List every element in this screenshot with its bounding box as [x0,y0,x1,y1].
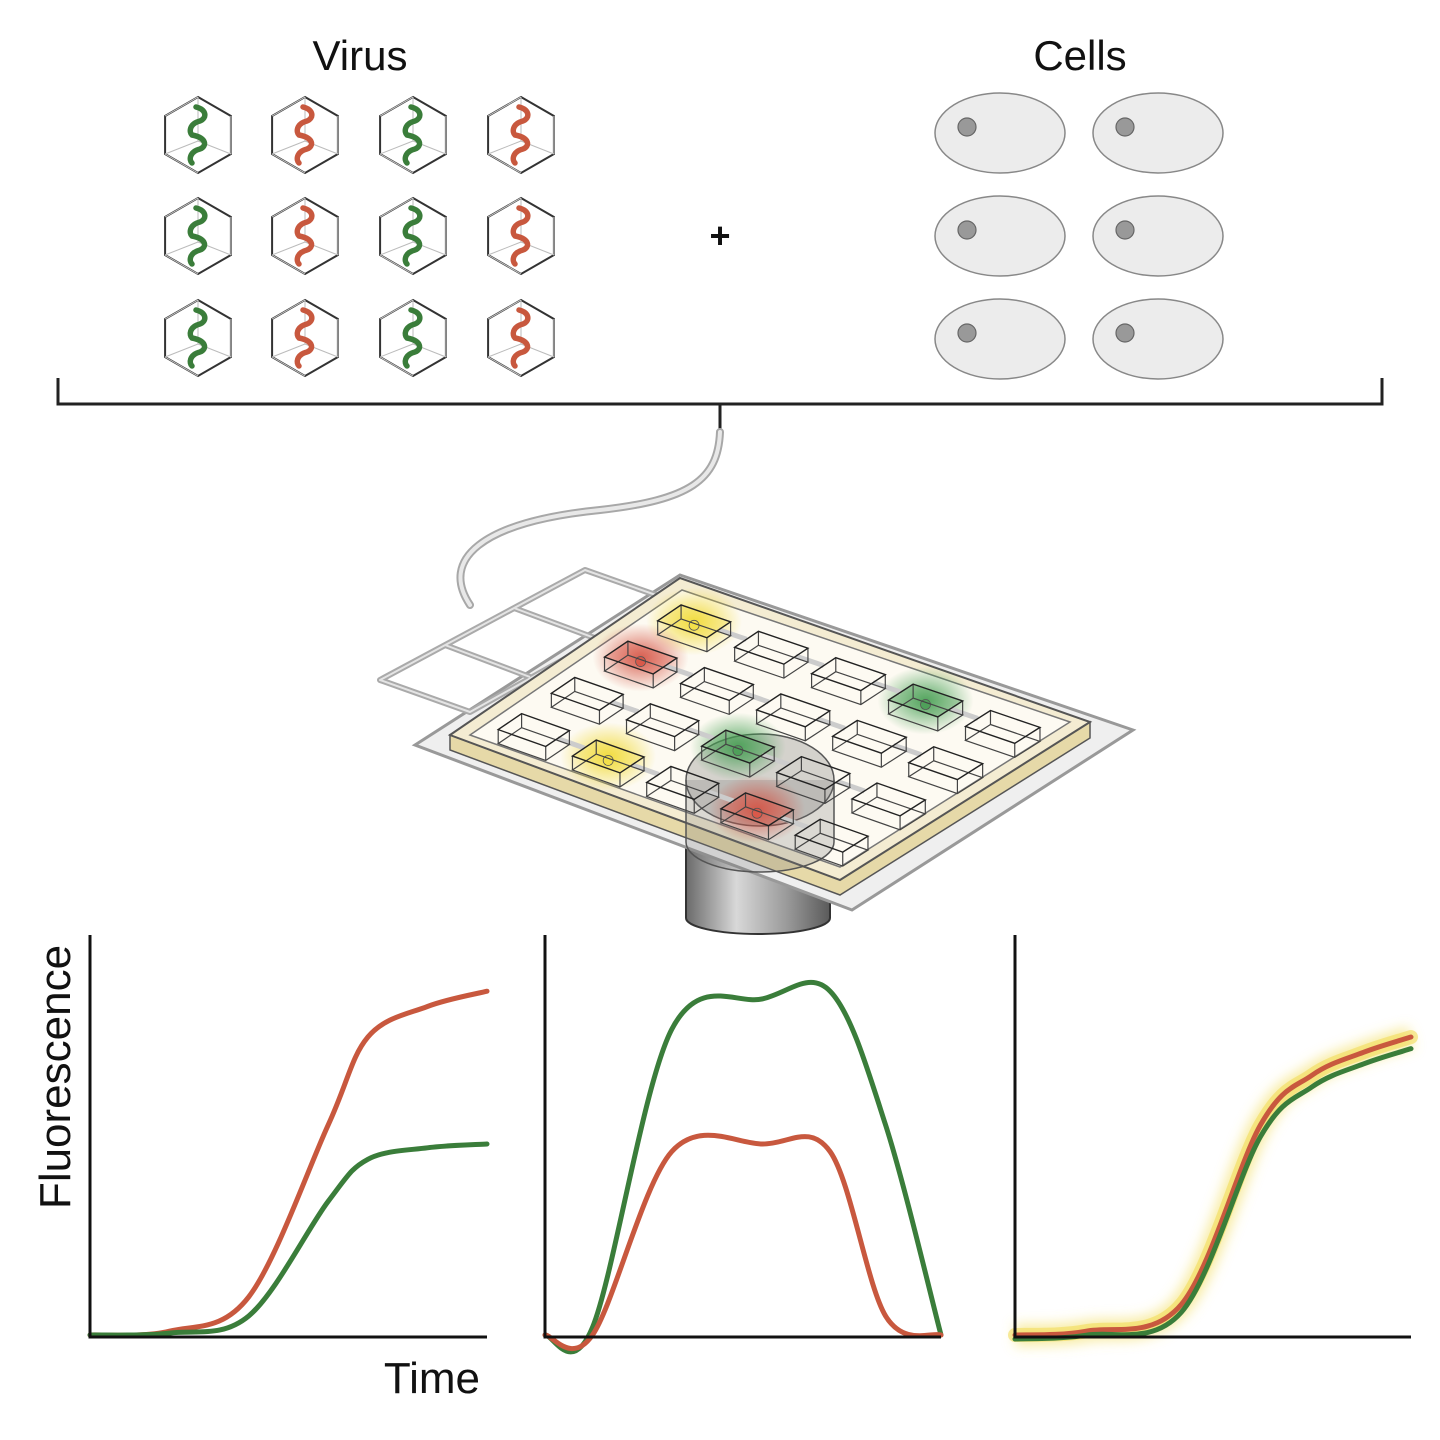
microfluidic-chip [377,567,1137,935]
chamber [549,676,625,712]
rna-strand [402,307,423,369]
rna-strand [187,104,208,166]
chamber-channel [892,742,923,758]
host-cell [1092,195,1224,277]
series-line-green [87,1141,490,1338]
series-line-red [1012,1034,1414,1338]
chamber-channel [780,815,809,830]
chamber-channel [631,762,660,777]
chamber-channel [816,716,846,731]
rna-strand [294,205,315,267]
virus-particle [487,196,555,276]
chamber-channel [685,726,715,741]
virus-particle [379,95,447,175]
rna-strand [294,104,315,166]
virus-particle [164,298,232,378]
rna-strand [294,307,315,369]
chamber [963,709,1042,745]
chamber [886,683,965,718]
chamber-channel [836,779,866,794]
rna-strand [187,205,208,267]
host-cell [934,92,1066,174]
chamber [700,729,776,764]
rna-strand [402,104,423,166]
mixing-bracket [56,378,1384,432]
host-cell [1092,92,1224,174]
cell-nucleus [957,323,977,343]
inlet-tubing-core [458,430,722,607]
chamber [602,640,679,675]
rna-strand [510,104,531,166]
cell-nucleus [1115,323,1135,343]
chart-axes [543,935,941,1339]
chamber [496,712,571,748]
chamber [793,818,870,853]
chart-axes [1013,935,1411,1339]
cell-nucleus [957,117,977,137]
host-cell [1092,298,1224,380]
chamber [850,782,927,817]
chamber-array [496,604,1042,867]
chamber [775,755,852,791]
fluorescence-charts [87,935,1418,1355]
chamber-channel [761,752,790,767]
cell-nucleus [957,220,977,240]
series-line-green [542,979,944,1355]
chamber-channel [610,699,640,715]
rna-strand [510,307,531,369]
virus-particle [164,196,232,276]
fluorescence-chart-2 [542,935,944,1355]
virus-particle [379,298,447,378]
plus-sign: + [709,215,730,256]
virus-title: Virus [313,32,408,79]
chamber [831,719,908,754]
host-cell [934,195,1066,277]
fluorescence-chart-1 [87,935,490,1339]
chamber-channel [949,706,979,721]
series-line-red [542,1132,944,1352]
chart-axes [88,935,487,1339]
chamber [733,630,810,665]
chamber [810,656,887,692]
rna-strand [402,205,423,267]
chamber [907,745,985,781]
rna-strand [510,205,531,267]
virus-particle [271,298,339,378]
chamber-channel [740,690,770,705]
chamber-channel [556,736,586,751]
chamber [719,792,795,827]
host-cell [934,298,1066,380]
cell-nucleus [1115,220,1135,240]
chamber [570,739,646,774]
chamber-channel [795,653,825,669]
chamber [645,765,721,801]
virus-particle [271,196,339,276]
chamber [755,693,832,728]
virus-particle [164,95,232,175]
series-line-red [87,988,490,1338]
chamber-channel [717,627,748,642]
series-line-green [1012,1046,1414,1342]
virus-particle [487,298,555,378]
x-axis-label: Time [384,1354,480,1403]
chamber-channel [664,663,694,678]
virus-particle [271,95,339,175]
virus-particle-grid [164,95,555,378]
y-axis-label: Fluorescence [31,945,80,1209]
virus-particle [487,95,555,175]
virus-particle [379,196,447,276]
chamber-channel [705,788,735,804]
chamber-channel [872,680,902,695]
cell-nucleus [1115,117,1135,137]
rna-strand [187,307,208,369]
cells-title: Cells [1033,32,1126,79]
chamber [679,666,755,702]
chamber [624,703,701,738]
merged-signal-glow [1014,1026,1415,1346]
fluorescence-chart-3 [1008,935,1418,1346]
chamber [656,604,733,639]
cells-grid [934,92,1224,380]
